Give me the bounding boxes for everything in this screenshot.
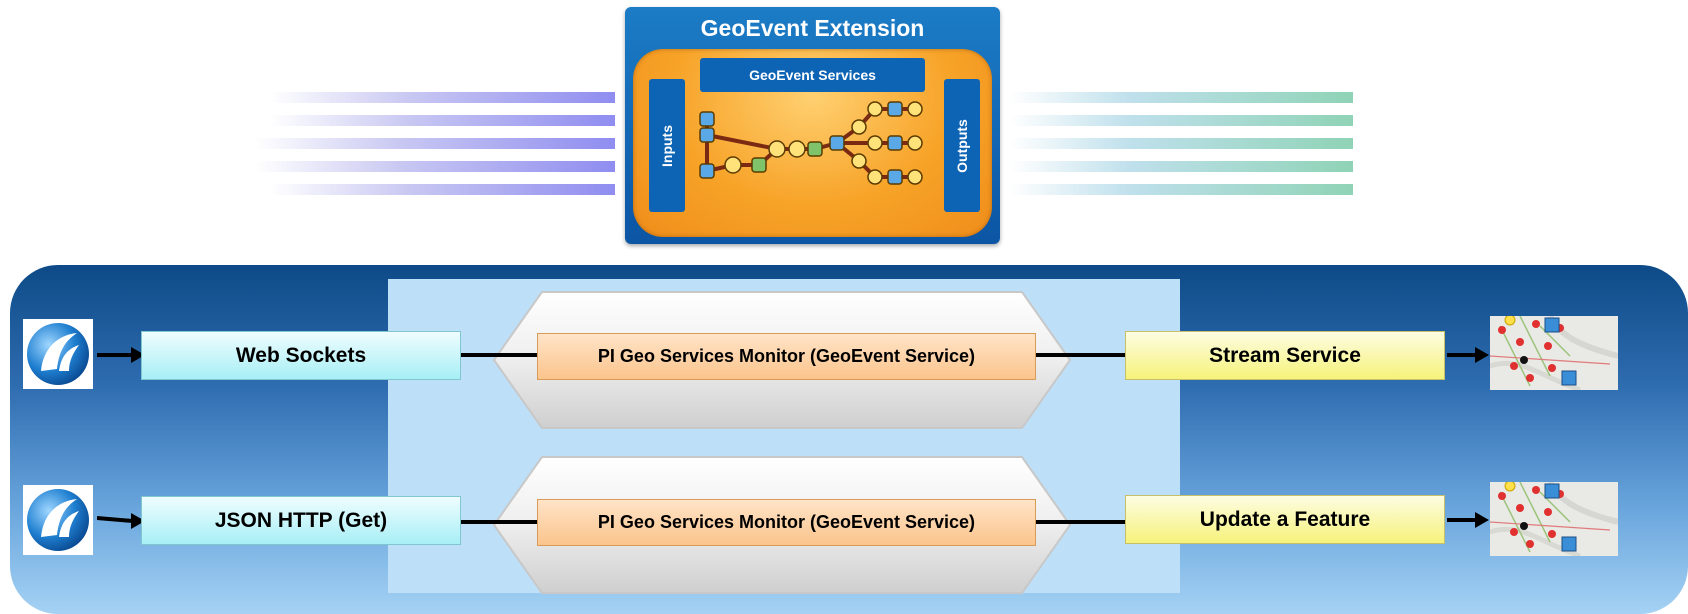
extension-title: GeoEvent Extension	[700, 15, 925, 41]
input-connector-json-http: JSON HTTP (Get)	[141, 496, 461, 545]
output-streak	[1010, 138, 1353, 149]
output-streak	[1010, 184, 1353, 195]
output-streak	[1010, 115, 1353, 126]
outputs-label: Outputs	[954, 118, 970, 173]
output-streak	[1010, 161, 1353, 172]
geoevent-extension: GeoEvent Extension GeoEvent Services Inp…	[625, 7, 1000, 244]
pi-system-logo-icon	[23, 485, 93, 555]
arrow-right-icon	[1447, 347, 1489, 363]
extension-core: GeoEvent Services Inputs Outputs	[633, 49, 992, 237]
service-network-icon	[699, 101, 923, 185]
connector-line	[460, 353, 538, 357]
geoevent-services-label: GeoEvent Services	[700, 58, 925, 92]
input-streak	[270, 115, 615, 126]
inputs-label: Inputs	[659, 124, 675, 167]
connector-line	[1033, 520, 1126, 524]
input-streak	[255, 161, 615, 172]
arrow-right-icon	[1447, 512, 1489, 528]
map-thumbnail-icon	[1490, 482, 1618, 556]
input-streak	[270, 92, 615, 103]
input-streak	[255, 138, 615, 149]
outputs-bar: Outputs	[944, 79, 980, 212]
inputs-bar: Inputs	[649, 79, 685, 212]
output-connector-update-feature: Update a Feature	[1125, 495, 1445, 544]
output-streak	[1010, 92, 1353, 103]
input-connector-web-sockets: Web Sockets	[141, 331, 461, 380]
input-streak	[270, 184, 615, 195]
arrow-right-icon	[97, 513, 145, 529]
map-thumbnail-icon	[1490, 316, 1618, 390]
connector-line	[1033, 353, 1126, 357]
geoevent-service-2: PI Geo Services Monitor (GeoEvent Servic…	[537, 499, 1036, 546]
geoevent-service-1: PI Geo Services Monitor (GeoEvent Servic…	[537, 333, 1036, 380]
connector-line	[460, 520, 538, 524]
pi-system-logo-icon	[23, 319, 93, 389]
output-connector-stream-service: Stream Service	[1125, 331, 1445, 380]
arrow-right-icon	[97, 347, 145, 363]
